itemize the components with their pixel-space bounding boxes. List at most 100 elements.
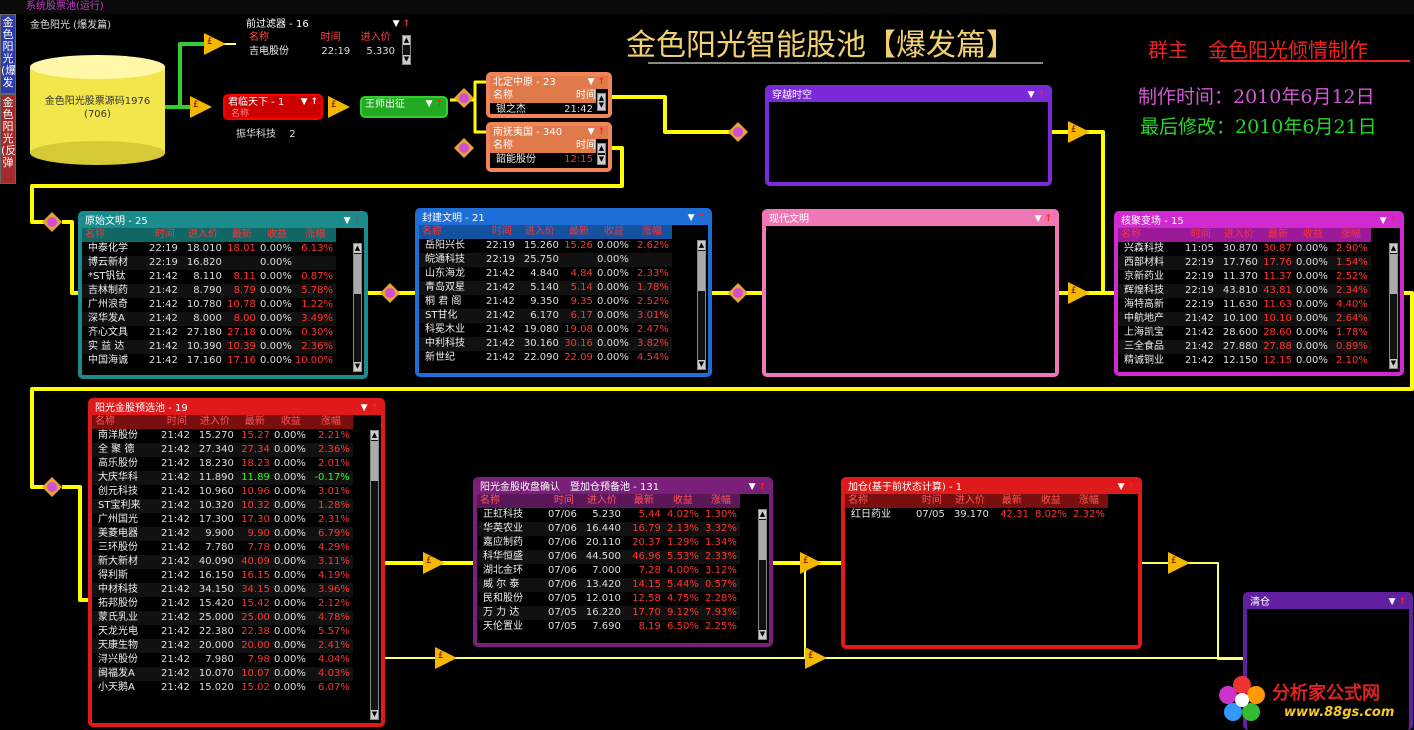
scrollbar-thumb[interactable]	[698, 251, 705, 291]
side-tab-burst[interactable]: 金色阳光(爆发	[0, 14, 16, 94]
panel-chuanyue[interactable]: 穿越时空 ▼ ↑	[765, 85, 1052, 186]
up-arrow-icon[interactable]: ↑	[1398, 597, 1406, 607]
gate-icon[interactable]: £	[1068, 121, 1090, 143]
dropdown-icon[interactable]: ▼	[1034, 214, 1042, 224]
up-arrow-icon[interactable]: ↑	[370, 403, 378, 413]
gate-icon[interactable]: £	[435, 647, 457, 669]
gem-node-icon[interactable]	[454, 138, 474, 158]
scrollbar[interactable]: ▲▼	[597, 93, 606, 111]
gate-icon[interactable]: £	[328, 96, 350, 118]
dropdown-icon[interactable]: ▼	[1379, 216, 1387, 226]
source-database[interactable]: 金色阳光股票源码1976 (706)	[30, 55, 165, 165]
up-arrow-icon[interactable]: ↑	[697, 213, 705, 223]
gem-node-icon[interactable]	[728, 283, 748, 303]
gem-node-icon[interactable]	[380, 283, 400, 303]
scrollbar-thumb[interactable]	[1390, 254, 1397, 294]
gem-node-icon[interactable]	[42, 212, 62, 232]
scrollbar-thumb[interactable]	[354, 254, 361, 294]
scrollbar[interactable]: ▲▼	[597, 143, 606, 165]
scrollbar-thumb[interactable]	[371, 441, 378, 481]
dropdown-icon[interactable]: ▼	[1027, 90, 1035, 100]
gem-node-icon[interactable]	[454, 88, 474, 108]
scrollbar[interactable]: ▲▼	[697, 240, 706, 370]
gem-node-icon[interactable]	[728, 122, 748, 142]
up-arrow-icon[interactable]: ↑	[1127, 482, 1135, 492]
up-arrow-icon[interactable]: ↑	[1044, 214, 1052, 224]
dropdown-icon[interactable]: ▼	[425, 99, 433, 109]
up-arrow-icon[interactable]: ↑	[402, 19, 410, 29]
panel-wangshi[interactable]: 王师出征 ▼ ↑	[360, 96, 448, 118]
scrollbar[interactable]: ▲▼	[370, 430, 379, 720]
dropdown-icon[interactable]: ▼	[392, 19, 400, 29]
gate-icon[interactable]: £	[204, 33, 226, 55]
panel-junlin[interactable]: 君临天下 - 1 ▼ ↑ 名称	[223, 94, 323, 120]
up-arrow-icon[interactable]: ↑	[353, 216, 361, 226]
scrollbar[interactable]: ▲▼	[758, 509, 767, 640]
scrollbar[interactable]: ▲▼	[1389, 243, 1398, 369]
dropdown-icon[interactable]: ▼	[343, 216, 351, 226]
gate-icon[interactable]: £	[1168, 552, 1190, 574]
up-arrow-icon[interactable]: ↑	[597, 127, 605, 137]
dropdown-icon[interactable]: ▼	[748, 482, 756, 492]
dropdown-icon[interactable]: ▼	[587, 127, 595, 137]
panel-qingcang[interactable]: 清仓 ▼ ↑	[1243, 592, 1413, 730]
dropdown-icon[interactable]: ▼	[1117, 482, 1125, 492]
dropdown-icon[interactable]: ▼	[587, 77, 595, 87]
up-arrow-icon[interactable]: ↑	[1389, 216, 1397, 226]
up-arrow-icon[interactable]: ↑	[1037, 90, 1045, 100]
gate-icon[interactable]: £	[190, 96, 212, 118]
scrollbar[interactable]: ▲▼	[402, 35, 411, 65]
